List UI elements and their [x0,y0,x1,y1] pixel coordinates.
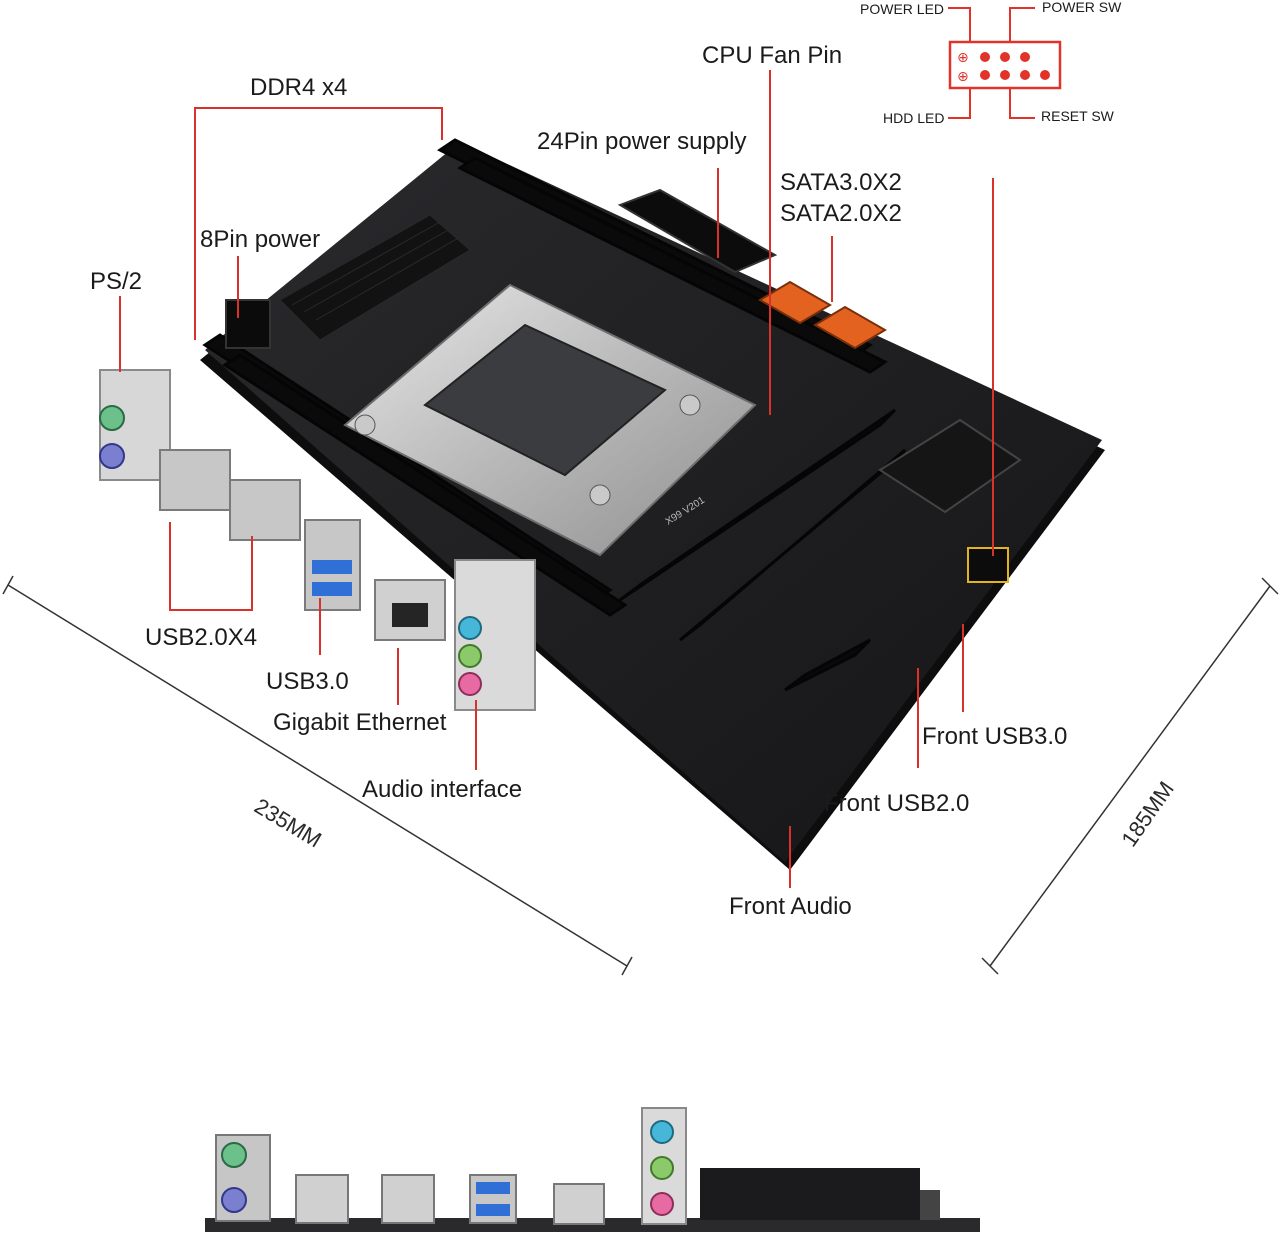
cpu-socket [343,283,757,557]
front-panel-pin-diagram: ⊕ ⊕ [948,7,1062,119]
label-power-sw: POWER SW [1042,0,1122,15]
label-ps2: PS/2 [90,268,143,295]
label-audio-interface: Audio interface [362,776,523,803]
svg-text:⊕: ⊕ [957,49,969,65]
label-front-audio: Front Audio [729,893,852,920]
leader-lines [119,70,994,888]
usb3-port-2 [312,582,352,596]
label-usb30: USB3.0 [266,668,349,695]
audio-jack-green [458,644,482,668]
label-front-usb20: Front USB2.0 [824,790,970,817]
svg-text:⊕: ⊕ [957,68,969,84]
front-panel-header-pins [967,547,1009,583]
label-hdd-led: HDD LED [883,110,945,126]
ps2-green-port [99,405,125,431]
usb3-port-1 [312,560,352,574]
pcie-slots [619,408,907,692]
chipset-heatsink [878,418,1022,514]
label-power-led: POWER LED [860,1,945,17]
label-sata3: SATA3.0X2 [780,169,902,196]
ps2-purple-port [99,443,125,469]
label-reset-sw: RESET SW [1041,108,1114,124]
label-24pin-power: 24Pin power supply [537,128,747,155]
sata-ports [758,280,887,350]
side-view-strip [205,1107,980,1232]
audio-jack-blue [458,616,482,640]
dimension-lines [2,575,1279,976]
usb2-port-block-2 [229,479,301,541]
label-8pin-power: 8Pin power [200,226,321,253]
ddr4-slots [202,138,888,617]
audio-jack-pink [458,672,482,696]
usb2-port-block-1 [159,449,231,511]
rear-io [99,369,536,711]
label-ddr4: DDR4 x4 [250,74,348,101]
label-front-usb30: Front USB3.0 [922,723,1068,750]
label-gigabit-ethernet: Gigabit Ethernet [273,709,447,736]
label-sata2: SATA2.0X2 [780,200,902,227]
power-24pin-connector [617,188,778,274]
power-8pin-connector [225,299,271,349]
vrm-heatsink [279,214,471,341]
label-usb20: USB2.0X4 [145,624,258,651]
label-cpu-fan-pin: CPU Fan Pin [702,42,843,69]
